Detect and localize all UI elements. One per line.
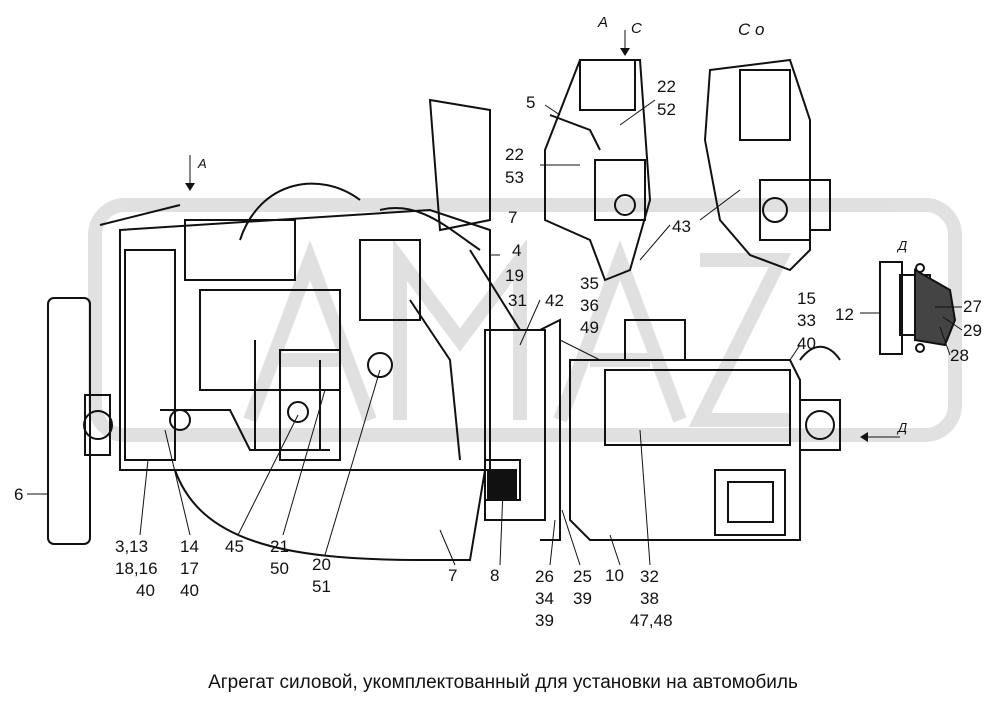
callout-8: 8 xyxy=(490,566,500,585)
callout-52: 52 xyxy=(657,100,676,119)
view-label-c-top: С xyxy=(631,20,642,37)
callout-7-b: 7 xyxy=(508,208,518,227)
callout-40-b: 40 xyxy=(180,581,199,600)
callout-25: 25 xyxy=(573,567,592,586)
callout-40-a: 40 xyxy=(136,581,155,600)
callout-29: 29 xyxy=(963,321,982,340)
callout-26: 26 xyxy=(535,567,554,586)
callout-33: 33 xyxy=(797,311,816,330)
callout-18-16: 18,16 xyxy=(115,559,158,578)
view-label-d-right: Д xyxy=(898,420,908,435)
callout-51: 51 xyxy=(312,577,331,596)
callout-10: 10 xyxy=(605,566,624,585)
callout-50: 50 xyxy=(270,559,289,578)
view-label-a-top: А xyxy=(598,14,609,31)
callout-35: 35 xyxy=(580,274,599,293)
callout-27: 27 xyxy=(963,297,982,316)
callout-15: 15 xyxy=(797,289,816,308)
callout-4: 4 xyxy=(512,241,522,260)
callout-34: 34 xyxy=(535,589,554,608)
callout-3-13: 3,13 xyxy=(115,537,149,556)
view-label-d-top: Д xyxy=(898,238,908,253)
callout-47-48: 47,48 xyxy=(630,611,673,630)
callout-45: 45 xyxy=(225,537,244,556)
fan-pulley xyxy=(47,297,113,545)
engine-block xyxy=(99,98,521,561)
clutch-housing xyxy=(484,318,561,541)
callout-36: 36 xyxy=(580,296,599,315)
callout-6: 6 xyxy=(14,485,24,504)
view-d-detail xyxy=(879,261,957,355)
callout-5: 5 xyxy=(526,93,536,112)
callout-53: 53 xyxy=(505,168,524,187)
callout-28: 28 xyxy=(950,346,969,365)
callout-7-a: 7 xyxy=(448,566,458,585)
leader-lines xyxy=(27,30,963,566)
callout-12: 12 xyxy=(835,305,854,324)
drawing-caption: Агрегат силовой, укомплектованный для ус… xyxy=(208,672,798,693)
view-label-a-left: А xyxy=(198,156,207,171)
callout-22-b: 22 xyxy=(505,145,524,164)
callout-38: 38 xyxy=(640,589,659,608)
callout-17: 17 xyxy=(180,559,199,578)
callout-42: 42 xyxy=(545,291,564,310)
callout-21: 21 xyxy=(270,537,289,556)
view-a-detail xyxy=(544,59,652,282)
callout-19: 19 xyxy=(505,266,524,285)
callout-20: 20 xyxy=(312,555,331,574)
callout-31: 31 xyxy=(508,291,527,310)
callout-40-c: 40 xyxy=(797,334,816,353)
callout-43: 43 xyxy=(672,217,691,236)
view-label-co: С о xyxy=(738,20,765,39)
callout-39-a: 39 xyxy=(535,611,554,630)
callout-22-a: 22 xyxy=(657,77,676,96)
view-co-detail xyxy=(703,58,831,272)
arrow-heads xyxy=(185,48,868,442)
callout-39-b: 39 xyxy=(573,589,592,608)
callout-14: 14 xyxy=(180,537,199,556)
callout-32: 32 xyxy=(640,567,659,586)
callout-49: 49 xyxy=(580,318,599,337)
